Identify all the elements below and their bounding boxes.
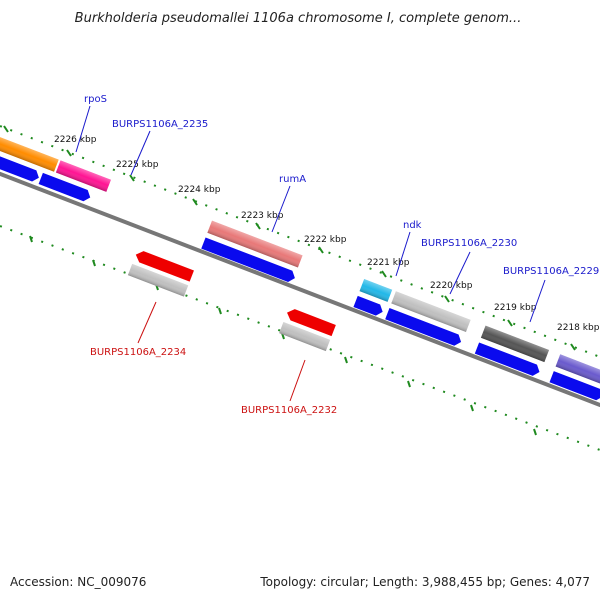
gene-label-rumA[interactable]: rumA (279, 174, 306, 185)
tick-label-2222: 2222 kbp (304, 235, 347, 245)
tick-label-2220: 2220 kbp (430, 281, 473, 291)
gene-label-2230[interactable]: BURPS1106A_2230 (421, 238, 517, 249)
cds-arrow-4[interactable] (201, 237, 297, 283)
map-title: Burkholderia pseudomallei 1106a chromoso… (75, 11, 522, 26)
tick-label-2219: 2219 kbp (494, 303, 537, 313)
tick-label-2226: 2226 kbp (54, 135, 97, 145)
tick-label-2225: 2225 kbp (116, 160, 159, 170)
gene-label-ndk[interactable]: ndk (403, 220, 422, 231)
tick-label-2221: 2221 kbp (367, 258, 410, 268)
gene-label-2234[interactable]: BURPS1106A_2234 (90, 347, 186, 358)
gene-label-rpoS[interactable]: rpoS (84, 94, 107, 105)
gene-label-leaders-top (75, 105, 546, 323)
feature-2234-red[interactable] (134, 249, 194, 282)
major-ticks-upper (3, 125, 576, 351)
cds-arrow-8[interactable] (549, 371, 600, 402)
cds-arrow-7[interactable] (474, 342, 542, 377)
cds-arrow-2[interactable] (0, 147, 41, 183)
backbone-line (0, 171, 600, 407)
tick-label-2224: 2224 kbp (178, 185, 221, 195)
tick-label-2218: 2218 kbp (557, 323, 600, 333)
accession-text: Accession: NC_009076 (10, 575, 146, 589)
tick-label-2223: 2223 kbp (241, 211, 284, 221)
gene-label-2235[interactable]: BURPS1106A_2235 (112, 119, 208, 130)
gene-label-2232[interactable]: BURPS1106A_2232 (241, 405, 337, 416)
cds-arrow-3[interactable] (38, 172, 93, 203)
gene-label-2229[interactable]: BURPS1106A_2229 (503, 266, 599, 277)
cds-arrow-5[interactable] (353, 295, 384, 318)
cds-arrow-6[interactable] (385, 308, 463, 348)
topology-summary-text: Topology: circular; Length: 3,988,455 bp… (259, 575, 590, 589)
gene-label-leaders-bottom (137, 301, 306, 402)
feature-2232-red[interactable] (285, 307, 336, 337)
